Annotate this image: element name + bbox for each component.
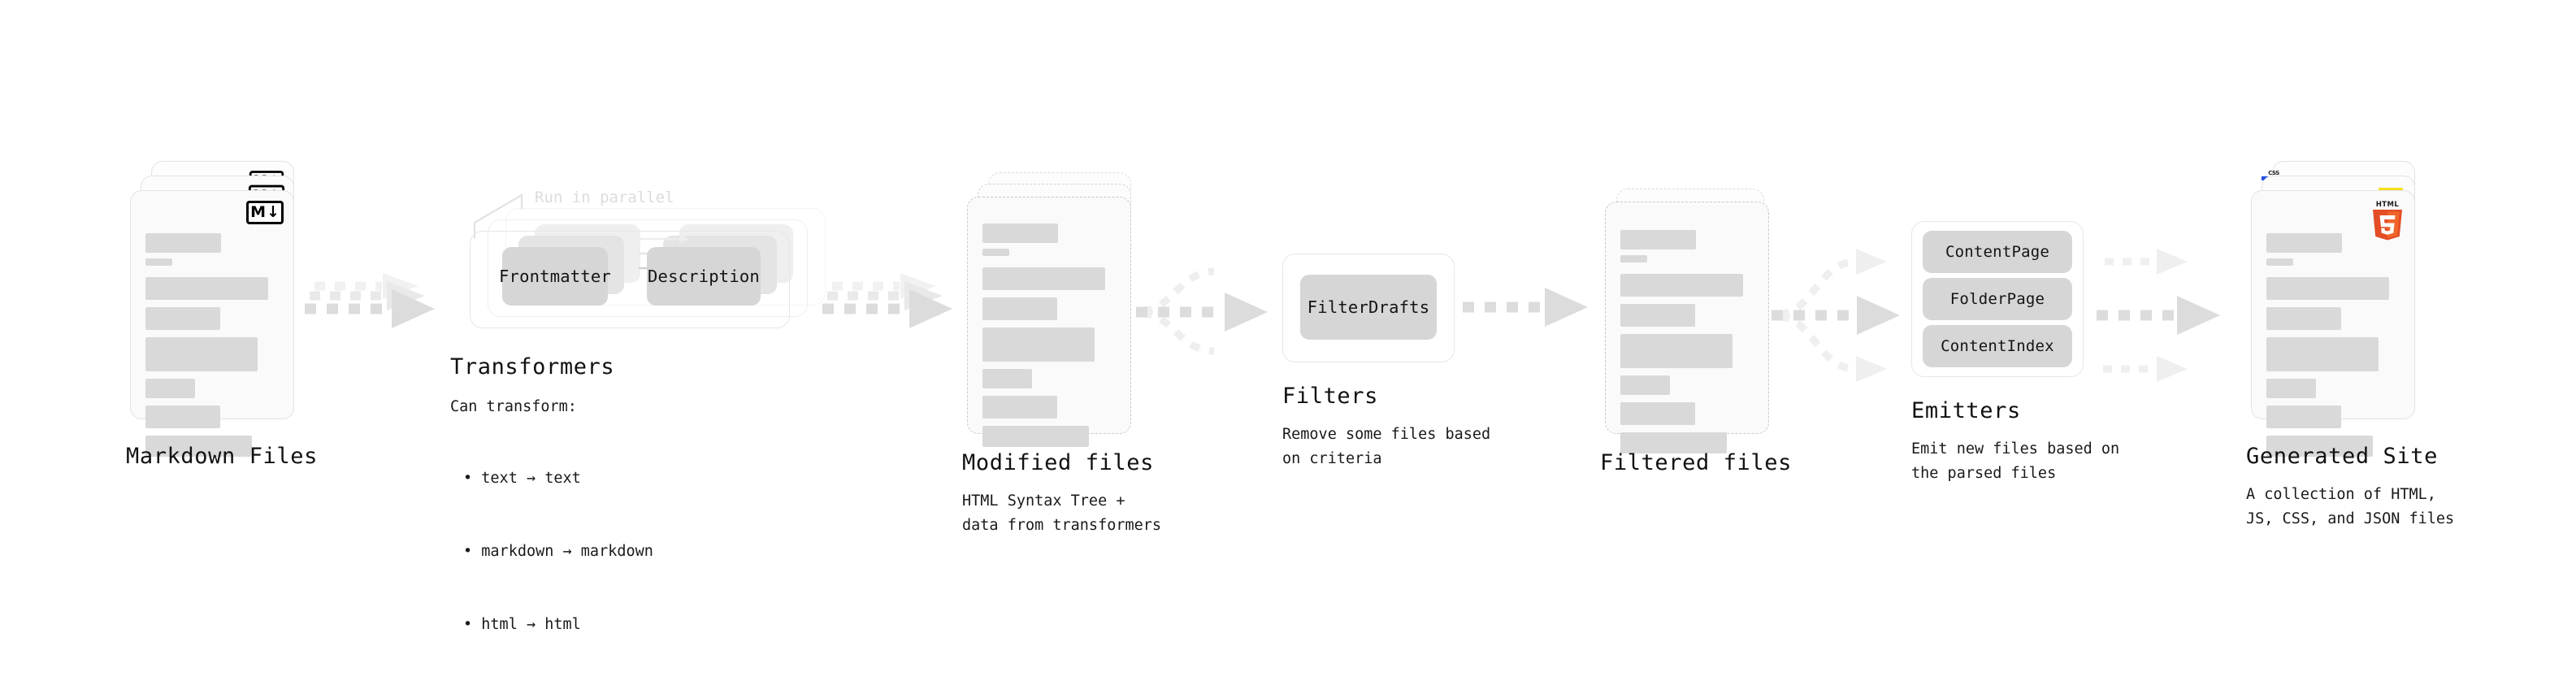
transformer-box-front[interactable]	[470, 231, 790, 328]
parallel-leader-line	[473, 193, 523, 239]
stage-filtered-files: Filtered files	[1600, 189, 1791, 475]
card-front: M↓	[130, 190, 294, 457]
bullet-item-2: • html → html	[463, 615, 581, 633]
placeholder-bars	[145, 233, 279, 457]
generated-card-stack: CSS HTML	[2251, 161, 2420, 457]
connector-modified-to-filters	[1136, 260, 1299, 374]
stage-subtitle-transformers: Can transform:	[450, 398, 577, 415]
stage-modified-files: Modified files HTML Syntax Tree + data f…	[962, 172, 1161, 534]
markdown-card-stack: M↓ M↓ M↓	[130, 161, 299, 457]
stage-title-transformers: Transformers	[450, 354, 615, 380]
card-front: HTML	[2251, 190, 2415, 457]
placeholder-bars	[2266, 233, 2400, 457]
stage-title-filters: Filters	[1282, 384, 1378, 409]
modified-card-stack	[967, 172, 1136, 447]
svg-text:HTML: HTML	[2376, 201, 2400, 209]
placeholder-bars	[982, 223, 1116, 447]
stage-markdown-files: M↓ M↓ M↓	[126, 161, 317, 469]
connector-transformers-to-modified	[822, 268, 977, 358]
css-label: CSS	[2268, 170, 2279, 176]
filtered-card-stack	[1605, 189, 1774, 453]
stage-subtitle-generated-site: A collection of HTML, JS, CSS, and JSON …	[2246, 486, 2455, 527]
stage-subtitle-filters: Remove some files based on criteria	[1282, 426, 1491, 467]
stage-title-generated-site: Generated Site	[2246, 444, 2438, 469]
filters-box[interactable]	[1282, 254, 1455, 362]
stage-subtitle-emitters: Emit new files based on the parsed files	[1911, 440, 2120, 482]
stage-title-emitters: Emitters	[1911, 398, 2021, 423]
stage-subtitle-modified-files: HTML Syntax Tree + data from transformer…	[962, 492, 1162, 534]
pill-description[interactable]: Description	[647, 247, 761, 306]
card-front	[967, 197, 1131, 447]
placeholder-bars	[1620, 230, 1754, 453]
bullet-item-1: • markdown → markdown	[463, 542, 653, 560]
connector-md-to-transformers	[305, 268, 459, 358]
emitters-box[interactable]	[1911, 221, 2084, 377]
connector-filtered-to-emitters	[1772, 236, 1942, 398]
pill-frontmatter[interactable]: Frontmatter	[499, 247, 611, 306]
connector-filters-to-filtered	[1463, 286, 1609, 367]
html5-icon: HTML	[2369, 199, 2406, 241]
pill-contentindex[interactable]: ContentIndex	[1923, 325, 2072, 367]
run-in-parallel-label: Run in parallel	[535, 189, 674, 206]
markdown-icon: M↓	[246, 201, 284, 224]
stage-generated-site: CSS HTML	[2246, 161, 2454, 527]
pill-contentpage[interactable]: ContentPage	[1923, 231, 2072, 273]
transformer-bullet-list: • text → text • markdown → markdown • ht…	[463, 418, 653, 681]
connector-emitters-to-site	[2097, 236, 2259, 398]
markdown-letter: M	[250, 203, 266, 221]
card-front	[1605, 202, 1769, 453]
pill-folderpage[interactable]: FolderPage	[1923, 278, 2072, 320]
stage-title-modified-files: Modified files	[962, 450, 1154, 475]
markdown-arrow: ↓	[267, 203, 280, 221]
bullet-item-0: • text → text	[463, 469, 581, 487]
stage-title-markdown-files: Markdown Files	[126, 444, 318, 469]
transformer-box-back-1	[488, 219, 808, 317]
stage-title-filtered-files: Filtered files	[1600, 450, 1792, 475]
pill-filterdrafts[interactable]: FilterDrafts	[1300, 275, 1437, 340]
